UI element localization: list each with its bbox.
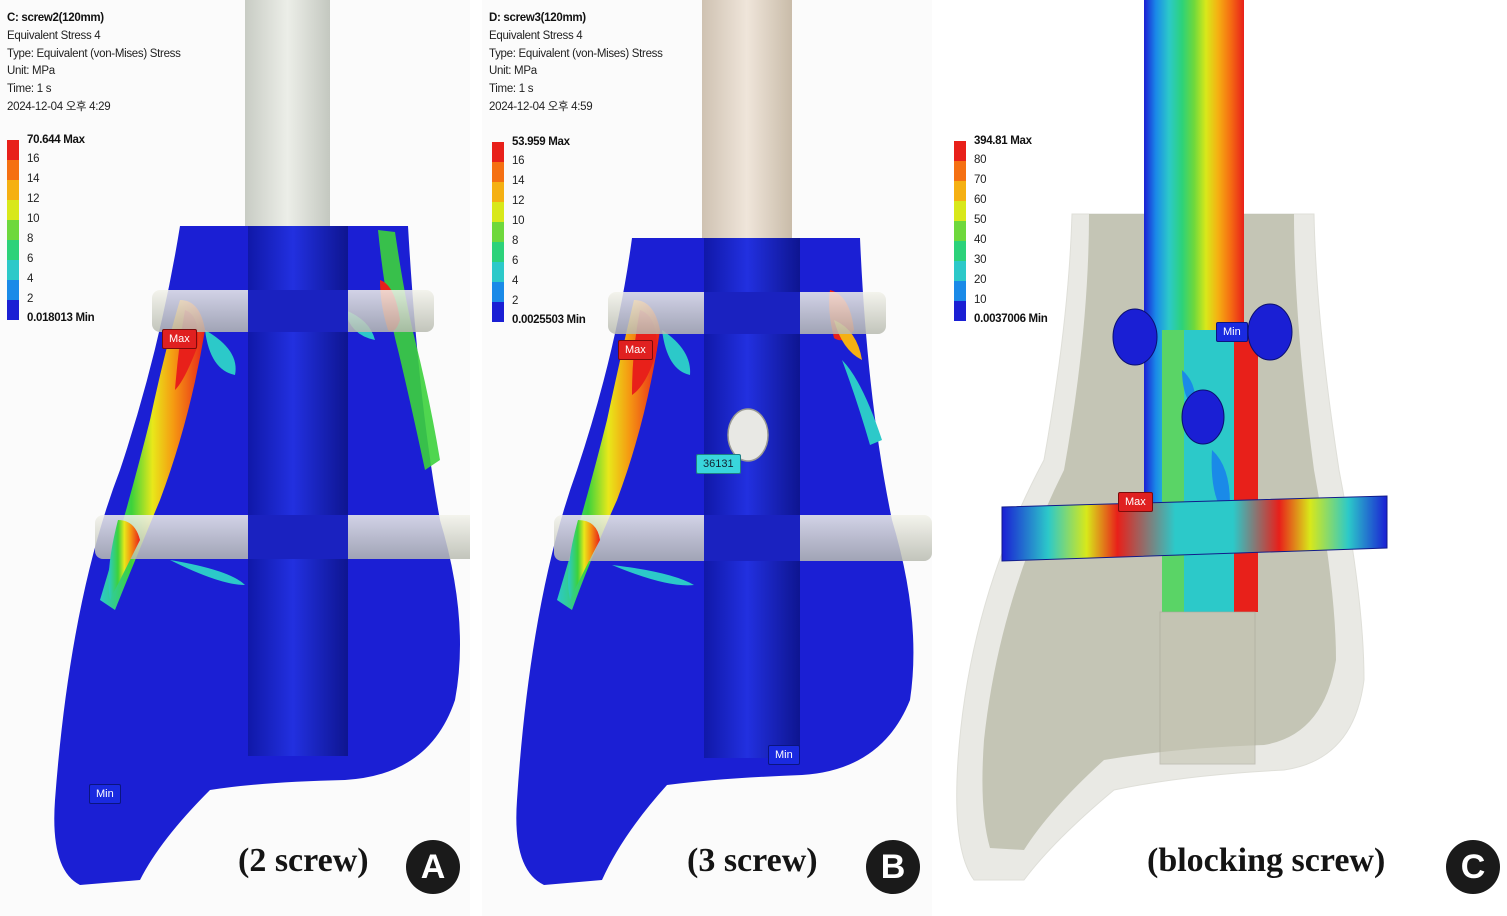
stress-patch [205, 330, 236, 375]
result-title: D: screw3(120mm) [489, 12, 586, 24]
legend-tick: 12 [27, 193, 40, 205]
legend-tick: 6 [27, 253, 34, 265]
legend-tick: 8 [27, 233, 34, 245]
fea-model-three-screw [516, 0, 932, 885]
legend-tick: 80 [974, 154, 987, 166]
min-stress-marker: Min [768, 745, 800, 765]
fea-model-blocking-screw [956, 0, 1388, 881]
result-title: C: screw2(120mm) [7, 12, 104, 24]
legend-colorbar [7, 140, 19, 320]
legend-tick: 70 [974, 174, 987, 186]
legend-tick: 10 [512, 215, 525, 227]
screw-through-nail [248, 290, 348, 332]
legend-max: 53.959 Max [512, 136, 570, 148]
legend-tick: 4 [27, 273, 34, 285]
panel-label-badge: C [1446, 840, 1500, 894]
legend-tick: 50 [974, 214, 987, 226]
nail-tip-translucent [1159, 611, 1256, 765]
min-stress-marker: Min [89, 784, 121, 804]
max-stress-marker: Max [162, 329, 197, 349]
result-name: Equivalent Stress 4 [7, 29, 101, 42]
panel-divider [470, 0, 482, 916]
panel-divider [932, 0, 944, 916]
stress-region [1234, 330, 1258, 612]
result-header: C: screw2(120mm) Equivalent Stress 4 Typ… [7, 10, 181, 117]
panel-b-three-screw: D: screw3(120mm) Equivalent Stress 4 Typ… [482, 0, 944, 916]
result-unit: Unit: MPa [7, 65, 55, 78]
screw-through-nail [704, 515, 800, 561]
stress-patch [662, 330, 691, 375]
legend-colorbar [954, 141, 966, 321]
legend-min: 0.018013 Min [27, 312, 95, 324]
screw-through-nail [248, 515, 348, 559]
result-header: D: screw3(120mm) Equivalent Stress 4 Typ… [489, 10, 663, 117]
legend-tick: 12 [512, 195, 525, 207]
result-name: Equivalent Stress 4 [489, 29, 583, 42]
legend-tick: 2 [512, 295, 519, 307]
legend-tick: 40 [974, 234, 987, 246]
legend-tick: 2 [27, 293, 34, 305]
result-time: Time: 1 s [7, 83, 52, 96]
result-date: 2024-12-04 오후 4:29 [7, 100, 111, 113]
legend-tick: 16 [27, 153, 40, 165]
transverse-locking-screw [1001, 495, 1388, 562]
legend-tick: 14 [27, 173, 40, 185]
nail-shaft [245, 0, 330, 235]
legend-tick: 8 [512, 235, 519, 247]
panel-label-badge: A [406, 840, 460, 894]
probe-value-marker: 36131 [696, 454, 741, 474]
legend-tick: 14 [512, 175, 525, 187]
blocking-screw-hole [1247, 303, 1293, 361]
min-stress-marker: Min [1216, 322, 1248, 342]
screw-through-nail [704, 292, 800, 334]
stress-region-screw [568, 520, 600, 600]
legend-tick: 16 [512, 155, 525, 167]
blocking-screw-hole [1181, 389, 1225, 445]
legend-max: 70.644 Max [27, 134, 85, 146]
panel-caption: (blocking screw) [1147, 842, 1386, 879]
stress-patch [842, 360, 882, 445]
legend-tick: 4 [512, 275, 519, 287]
panel-c-blocking-screw: 394.81 Max 80 70 60 50 40 30 20 10 0.003… [944, 0, 1507, 916]
legend-tick: 20 [974, 274, 987, 286]
stress-region [1162, 330, 1184, 612]
panel-caption: (3 screw) [687, 842, 818, 879]
legend-min: 0.0037006 Min [974, 313, 1048, 325]
legend-tick: 10 [27, 213, 40, 225]
result-type: Type: Equivalent (von-Mises) Stress [489, 47, 663, 60]
panel-a-two-screw: C: screw2(120mm) Equivalent Stress 4 Typ… [0, 0, 470, 916]
legend-tick: 30 [974, 254, 987, 266]
result-date: 2024-12-04 오후 4:59 [489, 100, 593, 113]
fea-model-two-screw [54, 0, 470, 885]
blocking-screw-hole [1112, 308, 1158, 366]
stress-patch [612, 565, 694, 586]
legend-max: 394.81 Max [974, 135, 1032, 147]
legend-tick: 10 [974, 294, 987, 306]
nail-shaft [702, 0, 792, 240]
result-unit: Unit: MPa [489, 65, 537, 78]
third-screw-hole [727, 408, 769, 462]
legend-min: 0.0025503 Min [512, 314, 586, 326]
result-time: Time: 1 s [489, 83, 534, 96]
panel-caption: (2 screw) [238, 842, 369, 879]
stress-region-screw [108, 520, 140, 600]
legend-tick: 60 [974, 194, 987, 206]
max-stress-marker: Max [618, 340, 653, 360]
panel-label-badge: B [866, 840, 920, 894]
legend-tick: 6 [512, 255, 519, 267]
stress-patch [170, 560, 245, 585]
result-type: Type: Equivalent (von-Mises) Stress [7, 47, 181, 60]
max-stress-marker: Max [1118, 492, 1153, 512]
legend-colorbar [492, 142, 504, 322]
